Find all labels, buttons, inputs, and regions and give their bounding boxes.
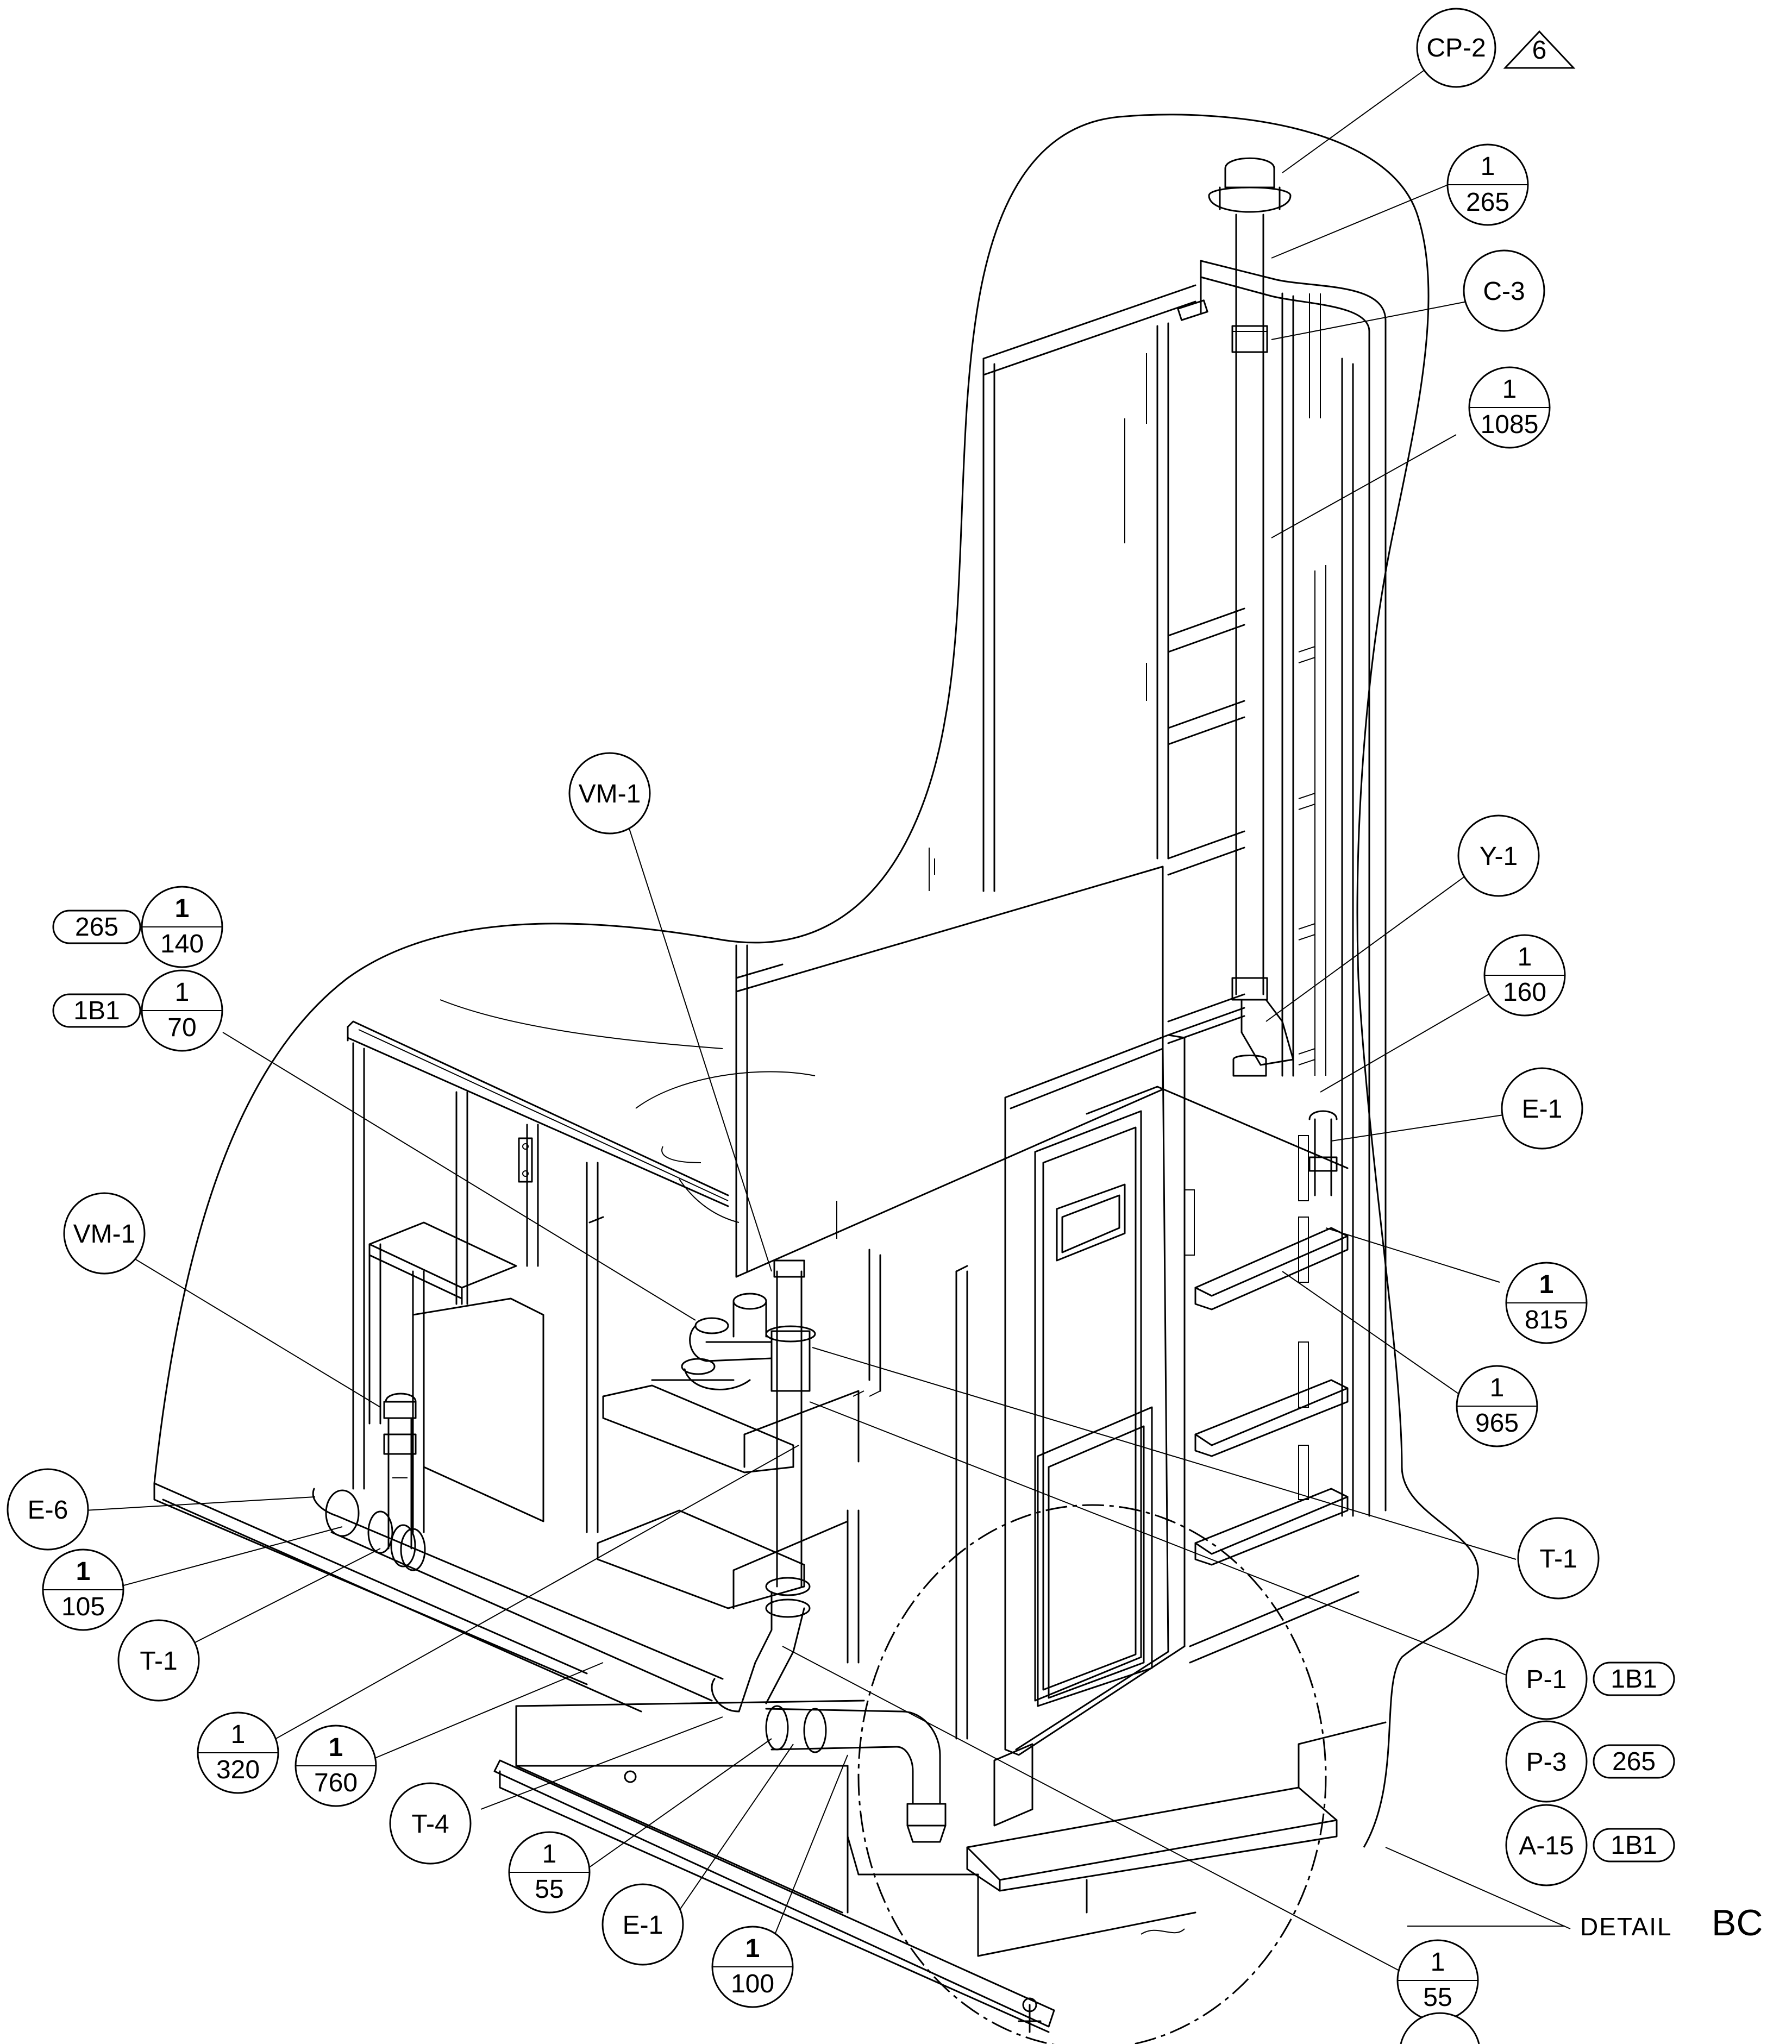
tag-p3-ref: 265 — [1612, 1747, 1656, 1776]
fraction-bubble-55-left: 1 55 — [508, 1831, 591, 1914]
fraction-bottom: 1085 — [1481, 410, 1539, 439]
fraction-top: 1 — [1431, 1948, 1445, 1977]
drain-piping — [312, 1110, 1338, 1843]
fraction-top: 1 — [542, 1840, 557, 1869]
fraction-top: 1 — [745, 1934, 760, 1963]
fraction-bottom: 100 — [731, 1970, 774, 1998]
fraction-bubble-55-right: 1 55 — [1396, 1939, 1479, 2022]
fraction-bubble-965: 1 965 — [1456, 1365, 1538, 1447]
fraction-bottom: 140 — [160, 930, 204, 958]
fraction-bubble-160: 1 160 — [1483, 934, 1566, 1017]
fraction-top: 1 — [1502, 375, 1517, 404]
partial-bubble — [1400, 2012, 1480, 2044]
detail-bc-label: DETAIL BC — [1580, 1902, 1763, 1943]
floor-base — [153, 1482, 1387, 2033]
tag-t4: T-4 — [389, 1782, 472, 1865]
tag-cp2-label: CP-2 — [1426, 34, 1486, 62]
tag-a15: A-15 1B1 — [1505, 1804, 1675, 1886]
tag-e1-right-label: E-1 — [1522, 1095, 1563, 1124]
upper-frame — [929, 260, 1387, 1517]
fraction-bottom: 815 — [1525, 1306, 1568, 1334]
fraction-bottom: 760 — [314, 1769, 358, 1797]
revision-cloud — [153, 114, 1479, 1848]
fraction-top: 1 — [329, 1733, 343, 1762]
tag-p1-label: P-1 — [1526, 1665, 1567, 1694]
detail-bc-boundary — [857, 1504, 1327, 2044]
tag-vm1-left-label: VM-1 — [73, 1220, 136, 1249]
tag-c3: C-3 — [1463, 249, 1545, 332]
tag-a15-label: A-15 — [1519, 1832, 1574, 1860]
tag-e6-label: E-6 — [28, 1496, 68, 1525]
fraction-bubble-100: 1 100 — [711, 1926, 794, 2008]
tag-vm1-top-label: VM-1 — [579, 780, 641, 808]
fraction-bubble-320: 1 320 — [197, 1711, 279, 1794]
fraction-top: 1 — [1481, 152, 1495, 181]
tag-c3-label: C-3 — [1483, 277, 1525, 306]
fraction-top: 1 — [1490, 1374, 1505, 1402]
fraction-bottom: 105 — [61, 1592, 105, 1621]
revision-triangle: 6 — [1503, 30, 1576, 69]
tag-t1-right-label: T-1 — [1539, 1545, 1577, 1573]
fraction-bottom: 55 — [1423, 1983, 1452, 2012]
tag-p3-label: P-3 — [1526, 1748, 1567, 1777]
ref-1b1-with-fraction-70: 1B1 1 70 — [52, 969, 223, 1052]
tag-t4-label: T-4 — [411, 1810, 449, 1839]
left-wall-panel — [347, 866, 1164, 1664]
fraction-bubble-1085: 1 1085 — [1468, 366, 1551, 449]
fraction-bubble-815: 1 815 — [1505, 1262, 1588, 1344]
tag-e1-bottom-label: E-1 — [623, 1911, 663, 1940]
tag-p1: P-1 1B1 — [1505, 1638, 1675, 1720]
fraction-bubble-105: 1 105 — [42, 1548, 124, 1631]
fraction-top: 1 — [1518, 943, 1532, 971]
fraction-top: 1 — [175, 978, 190, 1007]
tag-p1-ref: 1B1 — [1611, 1665, 1657, 1694]
fraction-bottom: 265 — [1466, 188, 1509, 217]
fraction-bottom: 965 — [1475, 1409, 1519, 1438]
fraction-bubble-760: 1 760 — [295, 1725, 377, 1807]
ref-265-label: 265 — [75, 913, 118, 942]
revision-number: 6 — [1532, 36, 1547, 65]
tag-t1-left: T-1 — [117, 1619, 200, 1702]
tag-vm1-top: VM-1 — [568, 752, 651, 835]
tag-t1-left-label: T-1 — [140, 1647, 177, 1676]
ref-265-with-fraction-140: 265 1 140 — [52, 886, 223, 968]
vent-pipe-stack — [1208, 157, 1294, 1077]
right-cabinet — [955, 1034, 1359, 1756]
tag-e1-right: E-1 — [1501, 1067, 1583, 1150]
fraction-top: 1 — [175, 894, 190, 923]
fraction-top: 1 — [76, 1557, 91, 1586]
fraction-bottom: 55 — [535, 1875, 563, 1904]
detail-label: DETAIL — [1580, 1913, 1672, 1941]
fraction-bottom: 320 — [216, 1755, 260, 1784]
fraction-bubble-265: 1 265 — [1446, 143, 1529, 226]
tag-vm1-left: VM-1 — [63, 1192, 146, 1275]
tag-a15-ref: 1B1 — [1611, 1831, 1657, 1860]
tag-cp2: CP-2 — [1416, 8, 1496, 88]
fraction-top: 1 — [1539, 1270, 1554, 1299]
tag-p3: P-3 265 — [1505, 1720, 1675, 1803]
fraction-top: 1 — [231, 1720, 246, 1749]
tag-y1-label: Y-1 — [1480, 842, 1518, 871]
fraction-bottom: 160 — [1503, 978, 1546, 1007]
tag-e6: E-6 — [7, 1468, 89, 1551]
leader-lines — [84, 70, 1571, 1978]
fraction-bottom: 70 — [167, 1013, 196, 1042]
tag-t1-right: T-1 — [1517, 1517, 1600, 1600]
tag-y1: Y-1 — [1457, 814, 1540, 897]
ref-1b1-label: 1B1 — [73, 996, 120, 1025]
detail-id: BC — [1712, 1902, 1763, 1943]
tag-e1-bottom: E-1 — [601, 1883, 684, 1966]
